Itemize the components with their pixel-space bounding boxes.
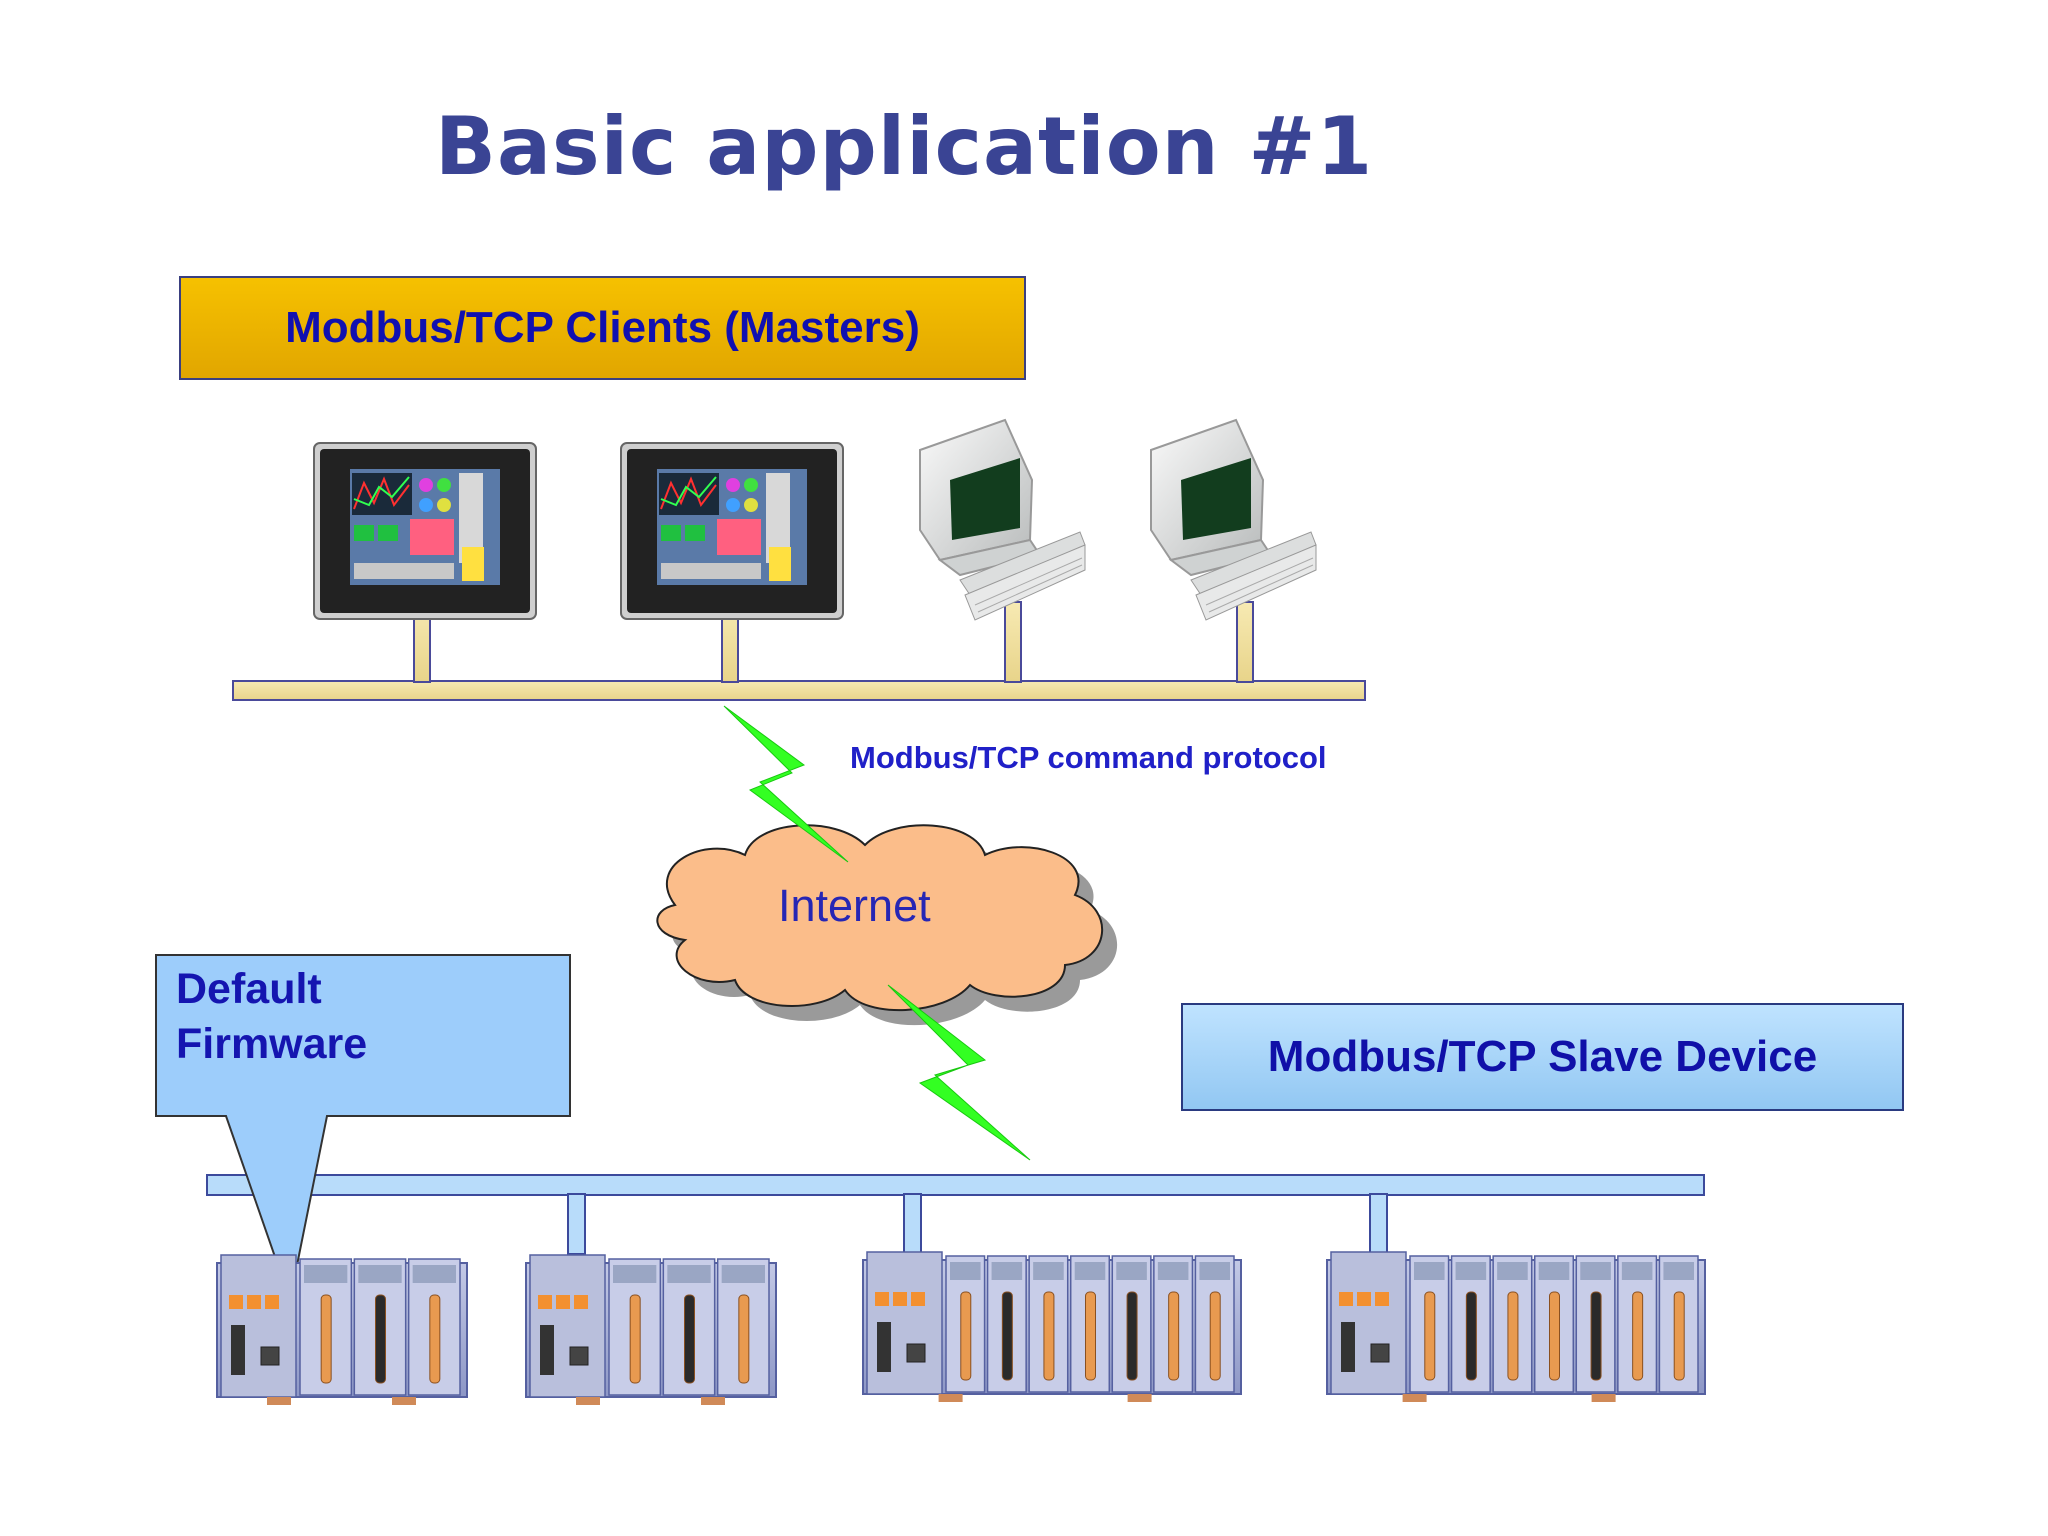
io-slot-module [1409, 1255, 1450, 1393]
drop-line [1236, 601, 1254, 683]
io-slot-module [945, 1255, 986, 1393]
drop-line [567, 1193, 586, 1255]
io-slot-module [1153, 1255, 1194, 1393]
page-title: Basic application #1 [435, 100, 1374, 193]
firmware-callout-line: Firmware [176, 1020, 368, 1068]
io-controller-icon [862, 1251, 1242, 1402]
drop-line [1004, 601, 1022, 683]
internet-label: Internet [778, 880, 931, 931]
firmware-callout-line: Default [176, 965, 322, 1013]
io-controller-icon [525, 1254, 777, 1405]
io-slot-module [1533, 1255, 1575, 1393]
io-slot-module [1575, 1255, 1616, 1393]
protocol-label: Modbus/TCP command protocol [850, 740, 1327, 775]
io-slot-module [608, 1258, 662, 1396]
io-slot-module [1194, 1255, 1235, 1393]
cpu-module [220, 1254, 297, 1398]
io-controller-icon [216, 1254, 468, 1405]
desktop-pc-icon [1150, 418, 1317, 621]
drop-line [903, 1193, 922, 1255]
io-slot-module [1450, 1255, 1491, 1393]
io-slot-module [716, 1258, 770, 1396]
clients-banner: Modbus/TCP Clients (Masters) [179, 276, 1026, 380]
io-slot-module [1069, 1255, 1111, 1393]
io-slot-module [1617, 1255, 1658, 1393]
slave-banner-label: Modbus/TCP Slave Device [1267, 1032, 1818, 1081]
cpu-module [1330, 1251, 1407, 1395]
internet-cloud [656, 824, 1103, 1012]
drop-line [1369, 1193, 1388, 1255]
io-slot-module [662, 1258, 716, 1396]
firmware-callout-label: Default Firmware [176, 962, 536, 1072]
io-slot-module [1111, 1255, 1152, 1393]
cpu-module [866, 1251, 943, 1395]
lightning-bolt-lower [887, 984, 1031, 1161]
touch-panel-icon [313, 442, 537, 620]
lightning-bolt-upper [723, 705, 849, 863]
io-slot-module [353, 1258, 407, 1396]
io-controller-icon [1326, 1251, 1706, 1402]
slave-banner: Modbus/TCP Slave Device [1181, 1003, 1904, 1111]
io-slot-module [1028, 1255, 1069, 1393]
slave-network-bus [206, 1174, 1705, 1255]
io-slot-module [299, 1258, 353, 1396]
client-network-bus [232, 601, 1366, 701]
io-slot-module [407, 1258, 461, 1396]
cpu-module [529, 1254, 606, 1398]
io-slot-module [1658, 1255, 1699, 1393]
firmware-callout-box [155, 954, 571, 1304]
touch-panel-icon [620, 442, 844, 620]
io-slot-module [1492, 1255, 1533, 1393]
io-slot-module [986, 1255, 1027, 1393]
clients-banner-label: Modbus/TCP Clients (Masters) [285, 303, 920, 352]
desktop-pc-icon [919, 418, 1086, 621]
